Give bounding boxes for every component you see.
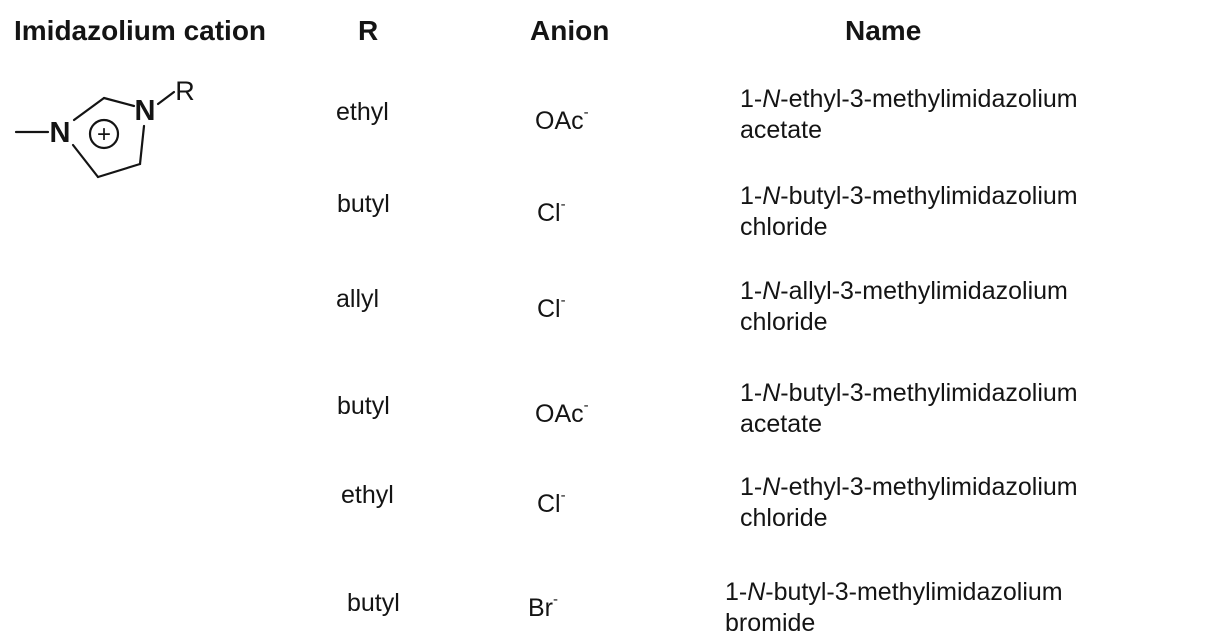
nitrogen-right: N xyxy=(135,95,156,127)
row4-anion: OAc- xyxy=(535,397,589,429)
substituent-r: R xyxy=(175,78,195,106)
ring-bond-c5-n1 xyxy=(71,143,100,179)
anion-symbol: OAc xyxy=(535,400,584,428)
row2-anion: Cl- xyxy=(537,196,566,228)
anion-charge: - xyxy=(553,591,558,608)
header-cation: Imidazolium cation xyxy=(14,15,267,46)
row4-r: butyl xyxy=(337,392,390,420)
anion-charge: - xyxy=(560,196,566,213)
anion-symbol: Cl xyxy=(537,490,561,518)
header-anion: Anion xyxy=(530,15,610,46)
plus-sign: + xyxy=(97,121,111,148)
ring-bond-n1-c2 xyxy=(72,96,106,122)
imidazolium-structure: N N R + xyxy=(14,78,195,179)
ring-bond-c2-n3 xyxy=(102,96,136,108)
anion-symbol: OAc xyxy=(535,107,584,135)
anion-symbol: Br xyxy=(528,594,553,622)
anion-symbol: Cl xyxy=(537,199,561,227)
row2-r: butyl xyxy=(337,190,390,218)
header-name: Name xyxy=(845,15,922,46)
nitrogen-left: N xyxy=(50,117,71,149)
anion-charge: - xyxy=(583,397,589,414)
anion-charge: - xyxy=(560,487,566,504)
row1-r: ethyl xyxy=(336,98,389,126)
row1-anion: OAc- xyxy=(535,104,589,136)
row5-anion: Cl- xyxy=(537,487,566,519)
row5-r: ethyl xyxy=(341,481,394,509)
row3-r: allyl xyxy=(336,285,380,313)
ring-bond-n3-c4 xyxy=(138,124,146,166)
ring-bond-c4-c5 xyxy=(96,162,142,179)
header-r: R xyxy=(358,15,379,46)
row6-r: butyl xyxy=(347,589,400,617)
r-bond xyxy=(156,90,176,106)
anion-charge: - xyxy=(583,104,589,121)
anion-charge: - xyxy=(560,292,566,309)
row6-anion: Br- xyxy=(528,591,558,623)
charge-circle xyxy=(88,118,120,150)
anion-symbol: Cl xyxy=(537,295,561,323)
row3-anion: Cl- xyxy=(537,292,566,324)
